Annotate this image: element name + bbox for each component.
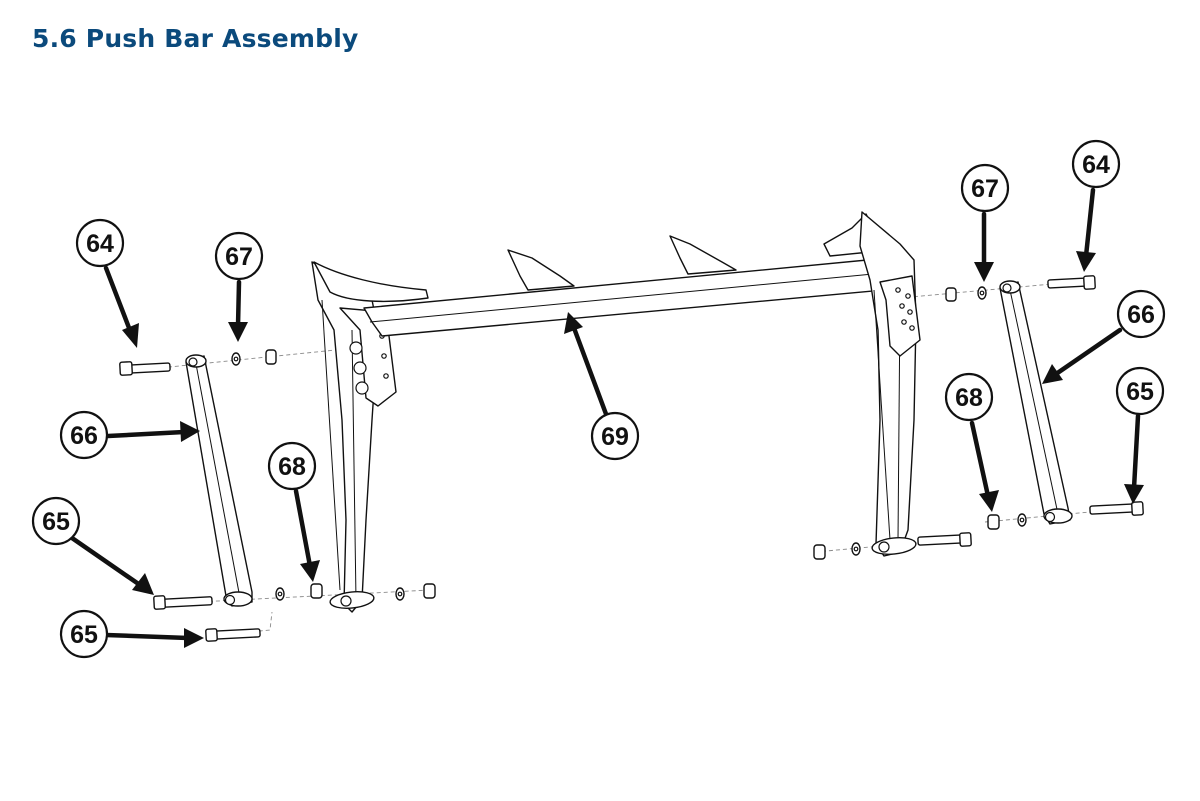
svg-text:69: 69 <box>601 423 629 451</box>
left-lower-washers-nuts <box>275 583 436 601</box>
right-upper-washer-nut <box>945 286 987 302</box>
callout-66-right: 66 <box>1116 289 1166 339</box>
right-lower-bolt-link <box>1089 501 1144 516</box>
svg-text:66: 66 <box>1127 301 1155 329</box>
callout-65-left-upper: 65 <box>31 496 81 546</box>
callout-68-left: 68 <box>267 441 317 491</box>
callout-66-left: 66 <box>59 410 109 460</box>
svg-text:65: 65 <box>1126 378 1154 406</box>
left-lower-bolt-a <box>153 595 213 610</box>
callout-67-right: 67 <box>960 163 1010 213</box>
svg-text:66: 66 <box>70 422 98 450</box>
callout-leaders <box>69 187 1144 648</box>
svg-text:64: 64 <box>1082 151 1110 179</box>
callout-68-right: 68 <box>944 372 994 422</box>
callout-65-left-lower: 65 <box>59 609 109 659</box>
right-lower-washers-nuts <box>813 513 1027 560</box>
right-lower-bolt-frame <box>917 532 972 547</box>
right-link-arm <box>999 280 1073 525</box>
callout-64-left: 64 <box>75 218 125 268</box>
left-lower-bolt-b <box>205 628 261 642</box>
svg-text:65: 65 <box>70 621 98 649</box>
push-bar-frame <box>311 211 921 613</box>
page-title: 5.6 Push Bar Assembly <box>32 24 359 53</box>
callout-65-right: 65 <box>1115 366 1165 416</box>
svg-text:64: 64 <box>86 230 114 258</box>
left-upper-washer-nut <box>231 349 277 366</box>
svg-text:68: 68 <box>278 453 306 481</box>
svg-text:67: 67 <box>971 175 999 203</box>
left-upper-bolt <box>119 361 171 376</box>
svg-text:65: 65 <box>42 508 70 536</box>
callout-67-left: 67 <box>214 231 264 281</box>
right-upper-bolt <box>1047 275 1096 290</box>
callout-64-right: 64 <box>1071 139 1121 189</box>
svg-text:67: 67 <box>225 243 253 271</box>
svg-text:68: 68 <box>955 384 983 412</box>
left-link-arm <box>185 354 253 607</box>
callout-69: 69 <box>590 411 640 461</box>
